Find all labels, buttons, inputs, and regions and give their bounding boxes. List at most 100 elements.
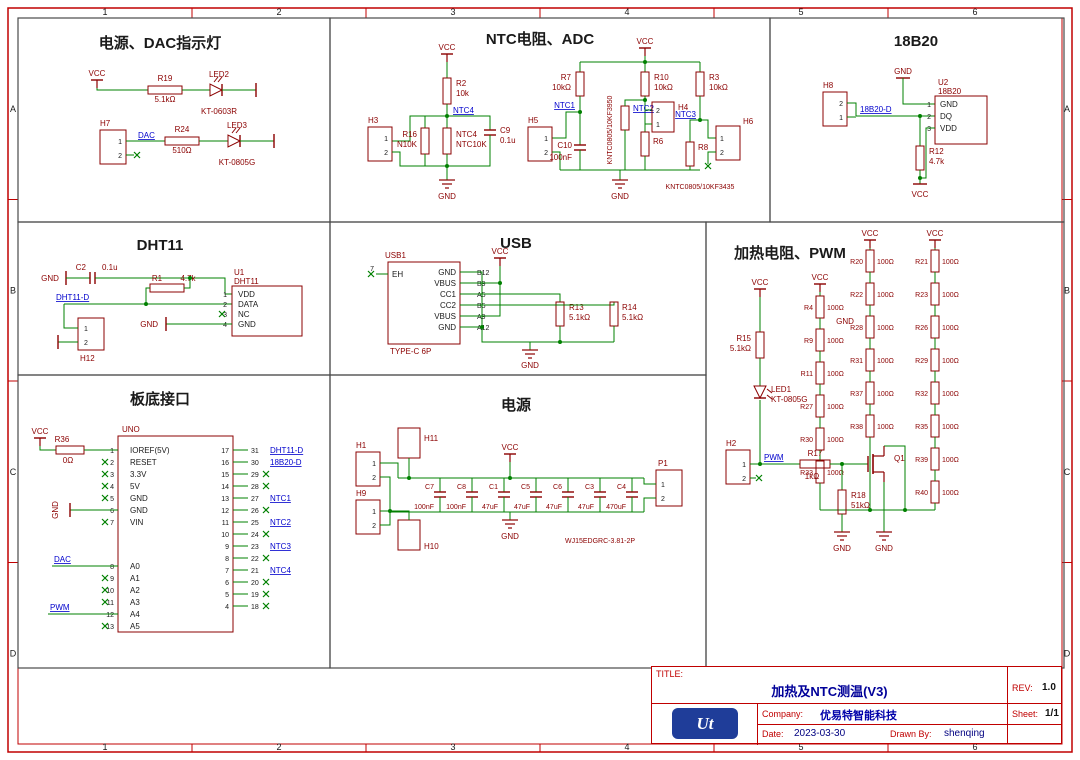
connector-h1[interactable]: [355, 451, 381, 487]
resistor-r19[interactable]: [147, 85, 183, 95]
resistor-r13[interactable]: [555, 301, 565, 327]
net-label-pwm2[interactable]: PWM: [50, 603, 70, 612]
net-label-dac2[interactable]: DAC: [54, 555, 71, 564]
label: 1: [742, 462, 746, 469]
connector-h10[interactable]: [397, 519, 421, 551]
label: 2: [544, 150, 548, 157]
net-label-ntc1[interactable]: NTC1: [554, 101, 575, 110]
thermistor-ntc2[interactable]: [620, 105, 630, 131]
resistor-r14[interactable]: [609, 301, 619, 327]
section-title-power: 电源: [501, 396, 531, 414]
connector-h11[interactable]: [397, 427, 421, 459]
net-label-18b20-d[interactable]: 18B20-D: [860, 105, 892, 114]
led3[interactable]: [227, 127, 242, 148]
svg-text:B9: B9: [477, 281, 486, 288]
svg-text:18B20: 18B20: [894, 33, 938, 50]
resistor-r6[interactable]: [640, 131, 650, 157]
svg-text:5V: 5V: [130, 482, 140, 491]
label: H8: [823, 81, 834, 90]
connector-h7[interactable]: [99, 129, 127, 165]
capacitor-c2[interactable]: [89, 272, 96, 284]
label: 1: [656, 122, 660, 129]
resistor-r10[interactable]: [640, 71, 650, 97]
connector-h9[interactable]: [355, 499, 381, 535]
svg-text:A: A: [10, 104, 16, 114]
label: KT-0603R: [201, 107, 237, 116]
svg-text:18B20-D: 18B20-D: [270, 458, 302, 467]
thermistor-r16[interactable]: [420, 127, 430, 155]
net-label-dht11-d[interactable]: DHT11-D: [56, 293, 89, 302]
capacitor-c10[interactable]: [574, 144, 586, 151]
svg-text:1: 1: [720, 136, 724, 143]
svg-text:C2: C2: [76, 263, 87, 272]
mosfet-q1[interactable]: [867, 446, 885, 482]
label: 10k: [456, 89, 470, 98]
resistor-r3[interactable]: [695, 71, 705, 97]
svg-text:H12: H12: [80, 354, 95, 363]
led2[interactable]: [209, 76, 224, 97]
label: VCC: [32, 427, 49, 436]
junction-dot: [643, 60, 647, 64]
resistor-r36[interactable]: [55, 445, 85, 455]
label: U1: [234, 268, 245, 277]
svg-text:NTC3: NTC3: [270, 542, 291, 551]
thermistor-ntc4[interactable]: [442, 127, 452, 155]
label: VCC: [912, 190, 929, 199]
no-connect-mark: [704, 162, 712, 170]
wire: [474, 302, 615, 306]
connector-h3[interactable]: [367, 126, 393, 162]
connector-h2[interactable]: [725, 449, 751, 485]
net-label-ntc3[interactable]: NTC3: [675, 110, 696, 119]
connector-h8[interactable]: [822, 91, 848, 127]
ic-u2[interactable]: [934, 95, 988, 145]
resistor-r1[interactable]: [149, 283, 185, 293]
capacitor-c9[interactable]: [484, 129, 496, 136]
resistor-r17[interactable]: [799, 459, 831, 469]
svg-text:0Ω: 0Ω: [63, 456, 73, 465]
thermistor-ntc3[interactable]: [685, 141, 695, 167]
wire: [392, 115, 447, 142]
svg-text:100Ω: 100Ω: [827, 470, 844, 477]
resistor-r24[interactable]: [164, 136, 200, 146]
net-label-dac[interactable]: DAC: [138, 131, 155, 140]
svg-text:100Ω: 100Ω: [942, 391, 959, 398]
connector-h5[interactable]: [527, 126, 553, 162]
svg-text:10k: 10k: [456, 89, 470, 98]
svg-text:1: 1: [110, 448, 114, 455]
svg-text:NTC4: NTC4: [270, 566, 291, 575]
svg-text:USB1: USB1: [385, 251, 406, 260]
resistor-r15[interactable]: [755, 331, 765, 359]
connector-usb1[interactable]: [387, 261, 461, 345]
resistor-r7[interactable]: [575, 71, 585, 97]
label: 51kΩ: [851, 501, 870, 510]
connector-h12[interactable]: [77, 317, 105, 351]
connector-h4[interactable]: [651, 101, 675, 133]
net-label-ntc4[interactable]: NTC4: [453, 106, 474, 115]
net-label-ntc2[interactable]: NTC2: [633, 104, 654, 113]
label: VCC: [502, 443, 519, 452]
resistor-r12[interactable]: [915, 145, 925, 171]
gnd-symbol: [876, 531, 892, 541]
ic-u1[interactable]: [231, 285, 303, 337]
svg-text:100Ω: 100Ω: [827, 371, 844, 378]
svg-text:R4: R4: [804, 305, 813, 312]
svg-text:DAC: DAC: [54, 555, 71, 564]
filter-caps[interactable]: C7100nFC8100nFC147uFC547uFC647uFC347uFC4…: [414, 478, 638, 512]
company-name: 优易特智能科技: [820, 710, 897, 722]
label: 1: [118, 139, 122, 146]
svg-text:5: 5: [110, 496, 114, 503]
label: 5.1kΩ: [622, 313, 643, 322]
wire: [902, 78, 935, 105]
net-label-pwm[interactable]: PWM: [764, 453, 784, 462]
resistor-r2[interactable]: [442, 77, 452, 105]
connector-h6[interactable]: [715, 125, 741, 161]
svg-text:C8: C8: [457, 484, 466, 491]
connector-p1[interactable]: [655, 469, 683, 507]
svg-text:GND: GND: [875, 544, 893, 553]
svg-text:D: D: [10, 648, 17, 658]
led1[interactable]: [753, 385, 773, 400]
